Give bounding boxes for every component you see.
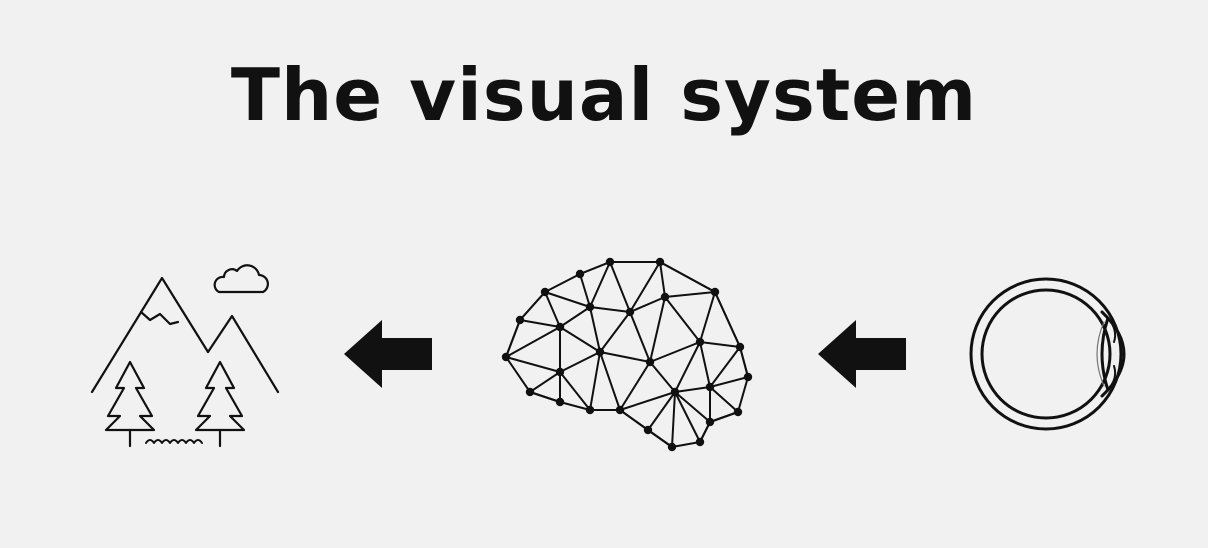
tree-icon bbox=[194, 360, 246, 432]
eye-icon bbox=[964, 270, 1149, 440]
mountain-peak bbox=[90, 276, 210, 394]
diagram-title: The visual system bbox=[230, 53, 978, 137]
tree-icon bbox=[104, 360, 156, 432]
landscape-icon bbox=[86, 262, 286, 452]
water-icon bbox=[145, 439, 203, 444]
left-arrow-icon bbox=[340, 318, 436, 390]
cloud-icon bbox=[213, 264, 269, 294]
left-arrow-icon bbox=[814, 318, 910, 390]
brain-network-icon bbox=[500, 252, 760, 457]
